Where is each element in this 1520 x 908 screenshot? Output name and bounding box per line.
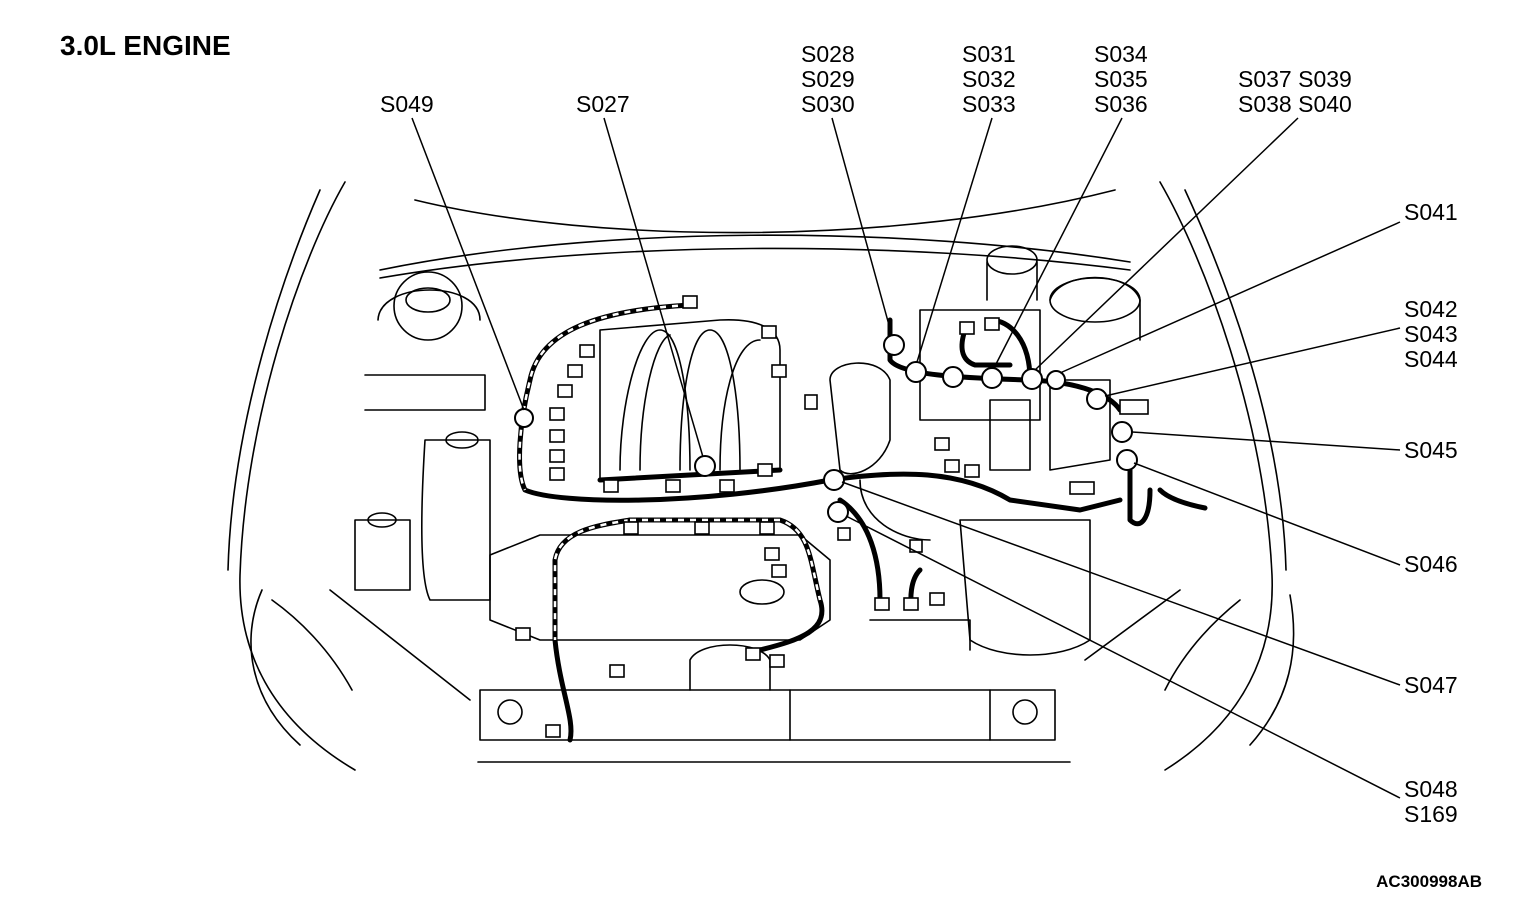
label-s047: S047 (1404, 673, 1458, 698)
splice-s041 (1046, 370, 1066, 390)
label-line: S035 (1094, 66, 1148, 92)
label-s028-s029-s030: S028 S029 S030 (801, 42, 855, 117)
splice-s037 (1021, 368, 1043, 390)
splice-s028 (883, 334, 905, 356)
label-s027: S027 (576, 92, 630, 117)
vehicle-body-outline (227, 181, 1295, 771)
label-line: S047 (1404, 672, 1458, 698)
label-line: S034 (1094, 41, 1148, 67)
label-s041: S041 (1404, 200, 1458, 225)
splice-s031 (905, 361, 927, 383)
label-s045: S045 (1404, 438, 1458, 463)
label-s048-s169: S048 S169 (1404, 777, 1458, 827)
leader-lines (411, 117, 1401, 799)
label-line: S043 (1404, 321, 1458, 347)
label-line: S029 (801, 66, 855, 92)
label-s034-s035-s036: S034 S035 S036 (1094, 42, 1148, 117)
label-s042-s043-s044: S042 S043 S044 (1404, 297, 1458, 372)
figure-code: AC300998AB (1376, 872, 1482, 891)
label-line: S033 (962, 91, 1016, 117)
splice-s048 (827, 501, 849, 523)
label-line: S037 S039 (1238, 66, 1352, 92)
label-line: S048 (1404, 776, 1458, 802)
splice-s047 (823, 469, 845, 491)
label-line: S044 (1404, 346, 1458, 372)
label-line: S042 (1404, 296, 1458, 322)
label-line: S169 (1404, 801, 1458, 827)
connectors (515, 295, 1149, 738)
label-s049: S049 (380, 92, 434, 117)
splice-s045 (1111, 421, 1133, 443)
strut-towers (354, 245, 1141, 601)
label-line: S036 (1094, 91, 1148, 117)
label-line: S032 (962, 66, 1016, 92)
label-s037-s040: S037 S039 S038 S040 (1238, 67, 1352, 117)
splice-s027 (694, 455, 716, 477)
splice-s042 (1086, 388, 1108, 410)
splice-s049 (514, 408, 534, 428)
lower-components (479, 519, 1091, 741)
splice-s034-a (942, 366, 964, 388)
label-line: S027 (576, 91, 630, 117)
splice-s034-b (981, 367, 1003, 389)
splice-markers (514, 334, 1138, 523)
label-line: S028 (801, 41, 855, 67)
label-line: S041 (1404, 199, 1458, 225)
splice-s046 (1116, 449, 1138, 471)
label-line: S046 (1404, 551, 1458, 577)
page-title: 3.0L ENGINE (60, 30, 231, 61)
label-s031-s032-s033: S031 S032 S033 (962, 42, 1016, 117)
label-line: S038 S040 (1238, 91, 1352, 117)
label-line: S031 (962, 41, 1016, 67)
label-line: S030 (801, 91, 855, 117)
label-s046: S046 (1404, 552, 1458, 577)
label-line: S049 (380, 91, 434, 117)
label-line: S045 (1404, 437, 1458, 463)
